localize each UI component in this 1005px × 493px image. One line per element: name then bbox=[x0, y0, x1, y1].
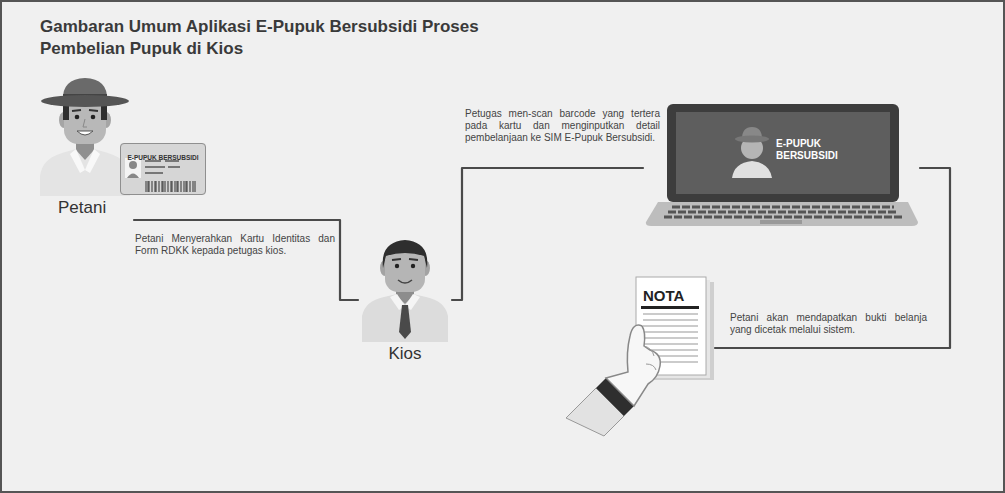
laptop-keys bbox=[668, 211, 898, 214]
card-photo-head bbox=[129, 161, 137, 169]
farmer-illustration bbox=[40, 78, 130, 196]
staff-tie bbox=[399, 305, 411, 339]
title-wrap: Gambaran Umum Aplikasi E-Pupuk Bersubsid… bbox=[40, 16, 485, 60]
kiosk-staff-illustration bbox=[362, 240, 448, 342]
staff-mouth bbox=[398, 280, 412, 283]
farmer-hat-brim bbox=[41, 95, 129, 107]
farmer-eye bbox=[75, 115, 80, 120]
card-field bbox=[145, 172, 163, 174]
screen-avatar-hat-brim bbox=[735, 136, 769, 143]
staff-brows bbox=[392, 259, 418, 260]
step-description: Petani Menyerahkan Kartu Identitas dan F… bbox=[135, 233, 335, 257]
kiosk-staff-figure: Kios bbox=[358, 240, 452, 370]
step-description: Petani akan mendapatkan bukti belanja ya… bbox=[730, 312, 927, 336]
node-label: NOTA bbox=[643, 287, 703, 305]
card-barcode bbox=[146, 181, 195, 192]
laptop-illustration bbox=[646, 104, 918, 226]
hand-fingers bbox=[644, 346, 656, 370]
laptop-bezel bbox=[667, 104, 899, 202]
laptop-screen: E-PUPUK BERSUBSIDI bbox=[643, 100, 920, 228]
connector-line bbox=[715, 168, 950, 348]
farmer-brows bbox=[72, 110, 98, 111]
connector-line bbox=[134, 220, 358, 300]
edge-label-wrap: Petani akan mendapatkan bukti belanja ya… bbox=[730, 312, 927, 336]
receipt-underline bbox=[641, 306, 699, 309]
card-photo-body bbox=[127, 174, 139, 179]
laptop-touchpad bbox=[760, 220, 802, 224]
staff-eye bbox=[411, 264, 415, 268]
receipt-illustration bbox=[566, 277, 714, 436]
edge-label-wrap: Petani Menyerahkan Kartu Identitas dan F… bbox=[135, 233, 335, 257]
laptop-keys bbox=[664, 216, 902, 219]
node-label: E-PUPUK BERSUBSIDI bbox=[127, 154, 198, 162]
screen-avatar-body bbox=[732, 161, 772, 178]
card-field bbox=[168, 166, 180, 168]
laptop-keys bbox=[672, 206, 894, 209]
farmer-mouth bbox=[77, 131, 93, 135]
hand bbox=[606, 325, 660, 406]
farmer-nose bbox=[83, 119, 87, 127]
edge-label-wrap: Petugas men-scan barcode yang tertera pa… bbox=[465, 108, 660, 144]
receipt-note: NOTA bbox=[565, 274, 715, 424]
diagram-title: Gambaran Umum Aplikasi E-Pupuk Bersubsid… bbox=[40, 16, 485, 60]
laptop-display bbox=[676, 112, 890, 194]
id-card: E-PUPUK BERSUBSIDI bbox=[120, 143, 206, 195]
card-field bbox=[145, 166, 165, 168]
staff-hair bbox=[383, 240, 428, 268]
connector-line bbox=[452, 168, 643, 300]
farmer-collar bbox=[70, 149, 85, 173]
step-description: Petugas men-scan barcode yang tertera pa… bbox=[465, 108, 660, 144]
node-label: Petani bbox=[58, 198, 128, 218]
node-label: E-PUPUK BERSUBSIDI bbox=[776, 138, 858, 162]
farmer-eye bbox=[91, 115, 96, 120]
laptop-base bbox=[646, 202, 918, 226]
staff-eye bbox=[395, 264, 399, 268]
farmer-collar bbox=[85, 149, 100, 173]
card-face bbox=[120, 143, 206, 195]
node-label: Kios bbox=[388, 344, 421, 364]
id-card-illustration bbox=[120, 143, 206, 195]
